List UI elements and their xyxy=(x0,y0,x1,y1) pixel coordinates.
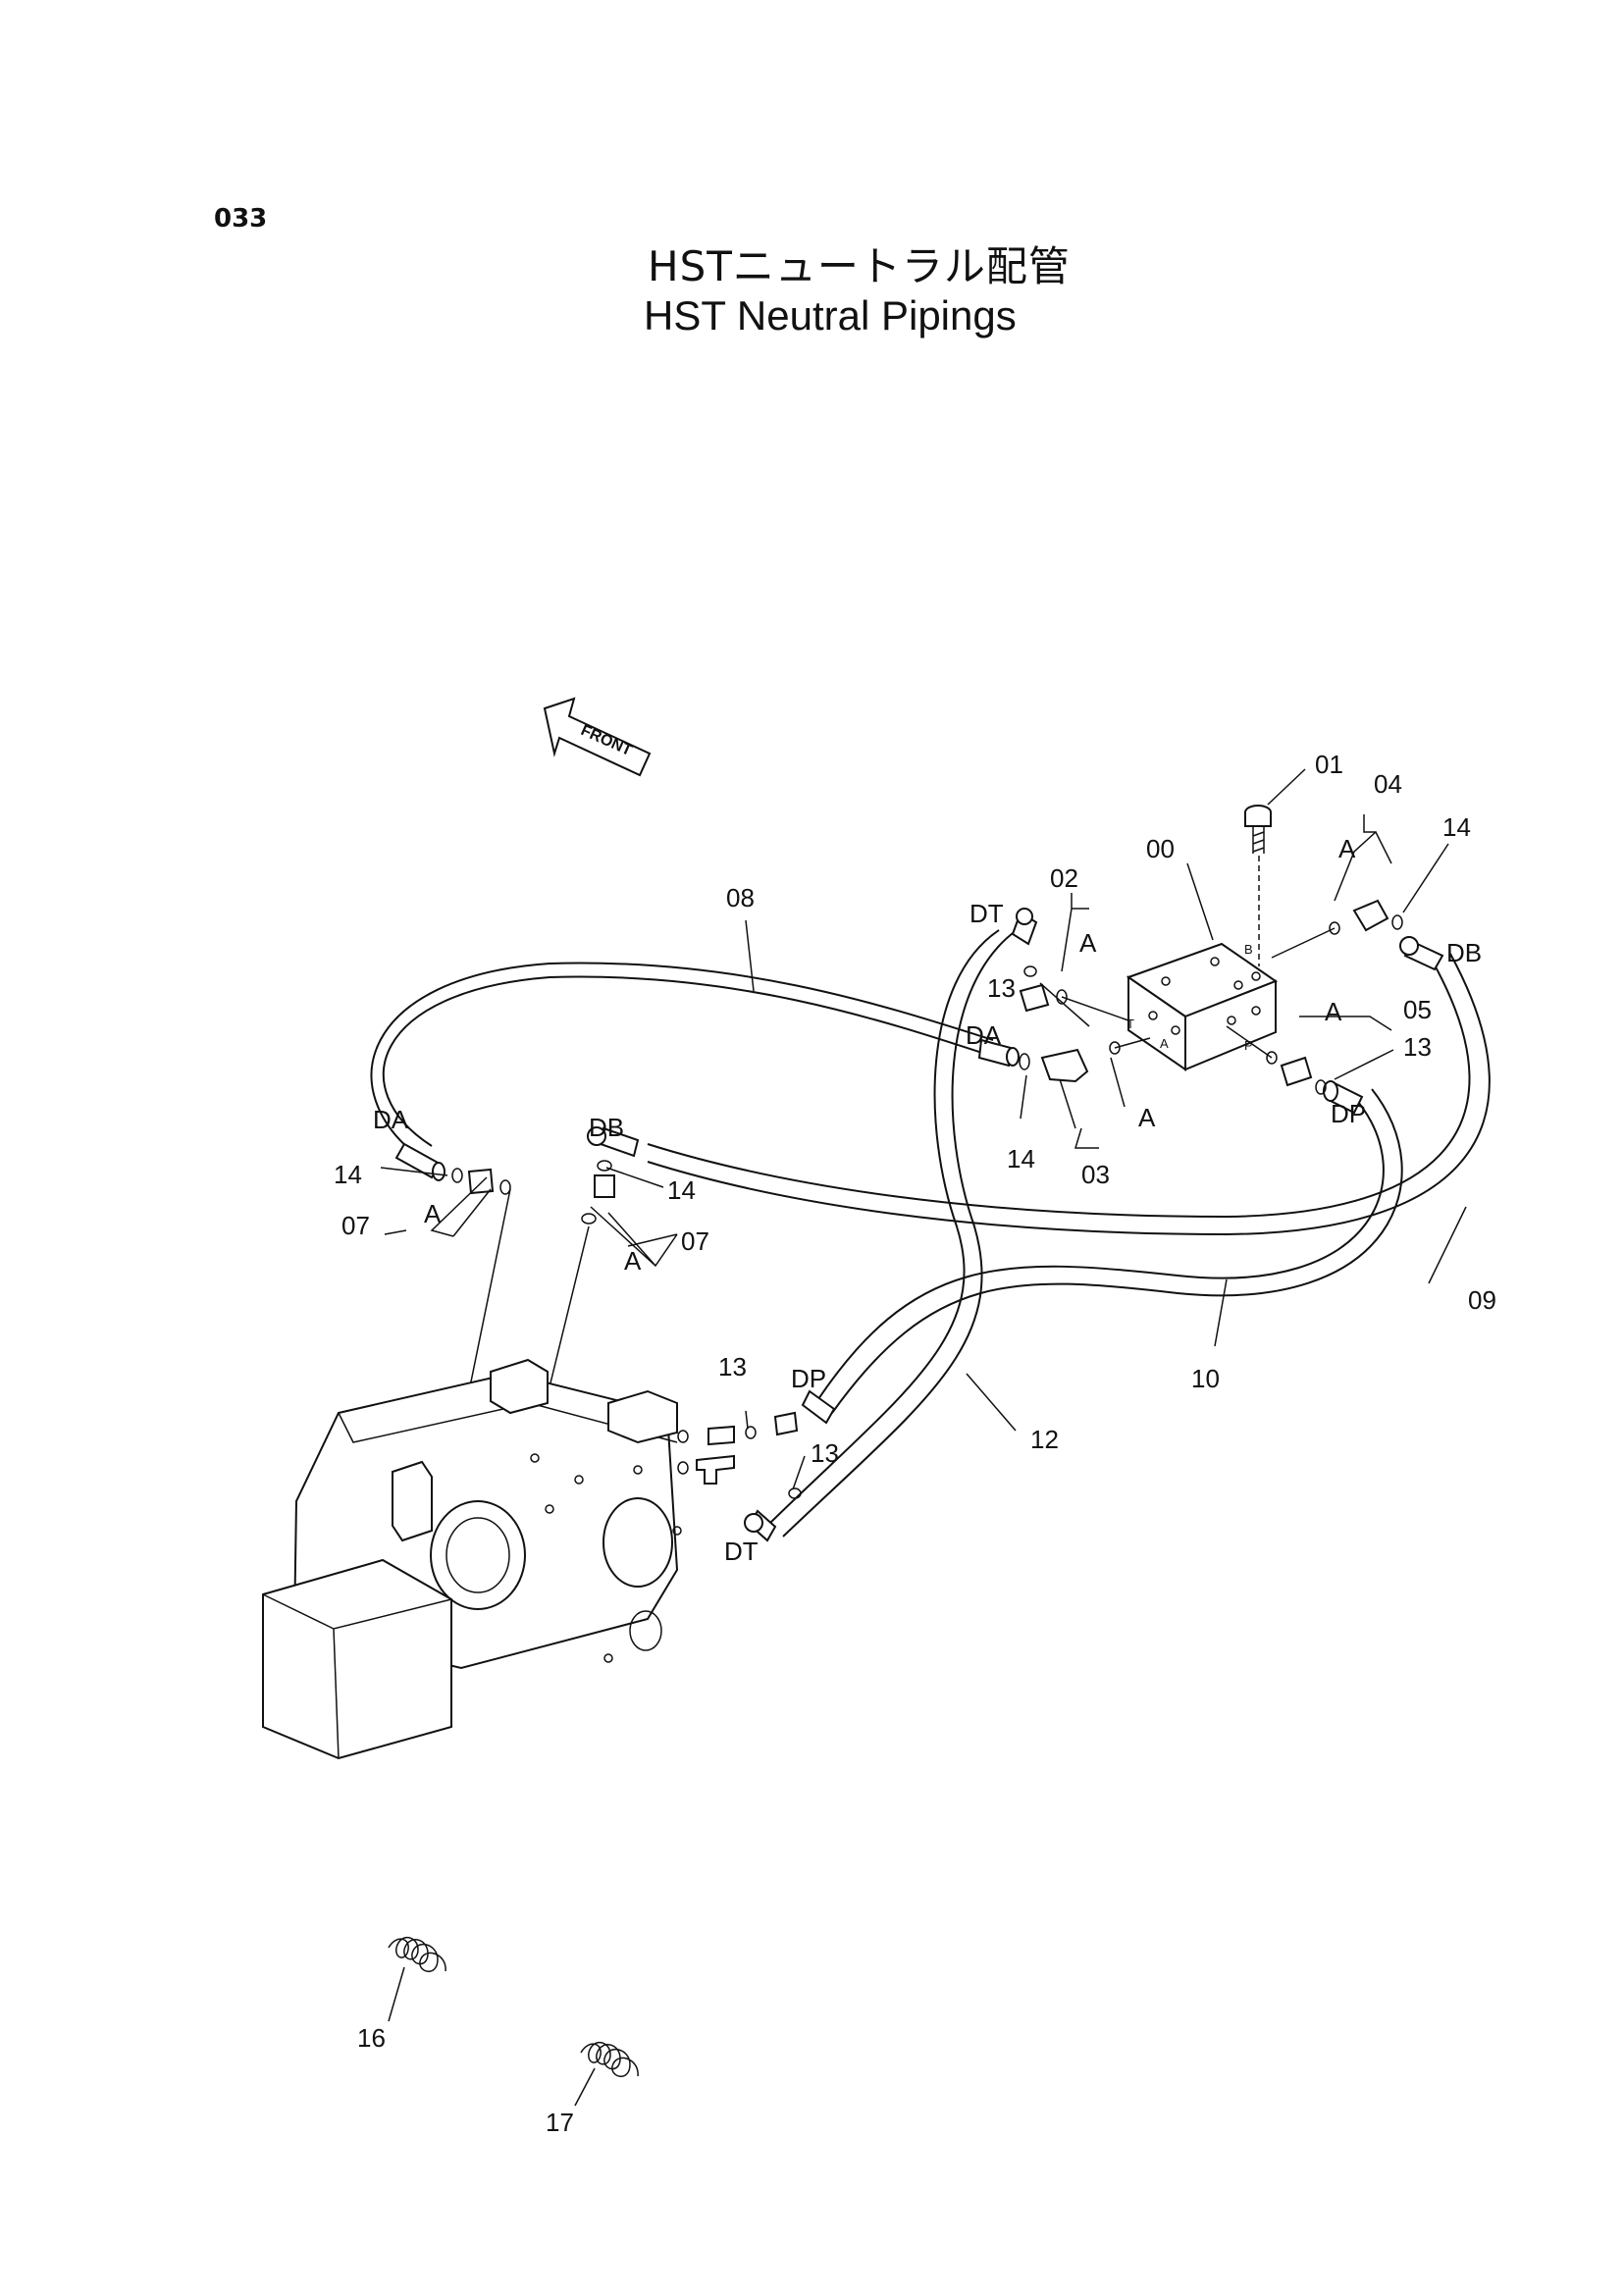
callout-db-right: DB xyxy=(1446,938,1482,967)
front-arrow-shape xyxy=(543,697,652,777)
hose-08 xyxy=(370,962,994,1159)
hose-fittings xyxy=(394,908,1444,1542)
callout-a-07-center: A xyxy=(624,1246,642,1276)
callout-07-center: 07 xyxy=(681,1226,709,1256)
hose-12 xyxy=(769,929,1018,1538)
callout-16: 16 xyxy=(357,2023,386,2053)
callout-04: 04 xyxy=(1374,769,1402,799)
callout-05: 05 xyxy=(1403,995,1432,1024)
callout-07-left: 07 xyxy=(341,1211,370,1240)
bolt-01 xyxy=(1244,805,1272,966)
callout-a-03: A xyxy=(1138,1103,1156,1132)
callout-10: 10 xyxy=(1191,1364,1220,1393)
callout-13-lower: 13 xyxy=(718,1352,747,1382)
dashed-connection-lines xyxy=(468,927,1336,1404)
callout-labels: 01 04 A 14 00 02 A DT 13 08 DB DA A 05 1… xyxy=(334,750,1496,2137)
page-number: 033 xyxy=(214,204,268,234)
callout-00: 00 xyxy=(1146,834,1175,863)
callout-14-center: 14 xyxy=(667,1175,696,1205)
callout-17: 17 xyxy=(546,2108,574,2137)
callout-14-top: 14 xyxy=(1442,812,1471,842)
small-fittings xyxy=(451,899,1403,1499)
callout-a-04: A xyxy=(1338,834,1356,863)
valve-block-front xyxy=(1184,979,1277,1071)
front-arrow: FRONT xyxy=(543,697,652,777)
callout-leaders xyxy=(380,768,1467,2107)
spring-16 xyxy=(388,1937,446,1972)
spring-17 xyxy=(580,2042,639,2077)
callout-03: 03 xyxy=(1081,1160,1110,1189)
port-p-label: P xyxy=(1244,1038,1253,1053)
callout-02: 02 xyxy=(1050,863,1078,893)
port-b-label: B xyxy=(1244,942,1253,957)
callout-12: 12 xyxy=(1030,1425,1059,1454)
callout-13-right: 13 xyxy=(1403,1032,1432,1062)
callout-dt-bottom: DT xyxy=(724,1537,759,1566)
hose-09 xyxy=(647,953,1491,1236)
callout-da-left: DA xyxy=(373,1105,409,1134)
callout-13-upper: 13 xyxy=(987,973,1016,1003)
callout-13-bottom: 13 xyxy=(811,1438,839,1468)
hose-10 xyxy=(813,1088,1403,1414)
callout-a-07-left: A xyxy=(424,1199,442,1228)
pump-assembly xyxy=(262,1358,682,1760)
callout-a-05: A xyxy=(1325,997,1342,1026)
callout-08: 08 xyxy=(726,883,755,912)
callout-01: 01 xyxy=(1315,750,1343,779)
title-english: HST Neutral Pipings xyxy=(644,292,1017,339)
callout-dp-right: DP xyxy=(1331,1099,1366,1128)
callout-dp-lower: DP xyxy=(791,1364,826,1393)
callout-14-mid: 14 xyxy=(1007,1144,1035,1173)
callout-da-mid: DA xyxy=(966,1020,1002,1050)
callout-db-left: DB xyxy=(589,1113,624,1142)
port-a-label: A xyxy=(1160,1036,1169,1051)
valve-block: B T A P xyxy=(1126,942,1279,1071)
callout-14-left: 14 xyxy=(334,1160,362,1189)
callout-dt-top: DT xyxy=(969,899,1004,928)
callout-09: 09 xyxy=(1468,1285,1496,1315)
callout-a-02: A xyxy=(1079,928,1097,958)
title-japanese: HSTニュートラル配管 xyxy=(648,242,1071,290)
port-t-label: T xyxy=(1126,1017,1134,1031)
